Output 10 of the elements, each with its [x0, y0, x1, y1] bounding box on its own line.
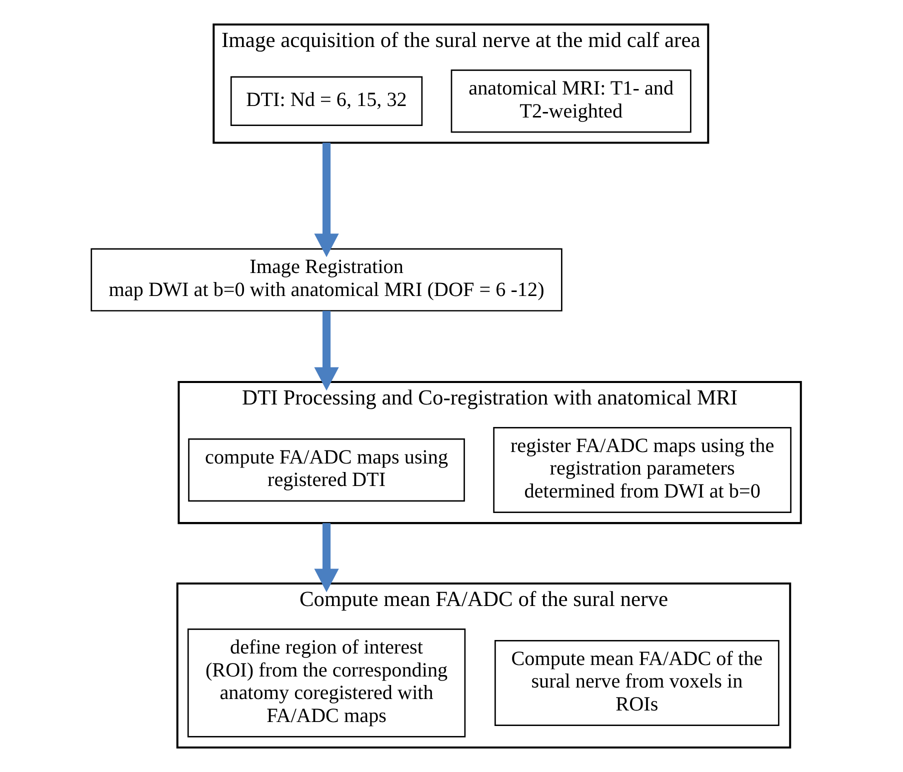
- node-box: anatomical MRI: T1- and T2-weighted: [450, 70, 692, 133]
- node-box: Compute mean FA/ADC of the sural nerve from voxels in ROIs: [494, 640, 780, 726]
- node-box: DTI: Nd = 6, 15, 32: [230, 76, 423, 126]
- node-box: Image Registration map DWI at b=0 with anatomical MRI (DOF = 6 -12): [90, 248, 562, 312]
- node-box: register FA/ADC maps using the registration parameters determined from DWI at b=0: [493, 426, 792, 513]
- node-box: define region of interest (ROI) from the corresponding anatomy coregistered with FA/ADC maps: [187, 628, 466, 738]
- node-box: compute FA/ADC maps using registered DTI: [188, 438, 465, 502]
- arrow: [314, 310, 339, 391]
- arrow: [314, 142, 339, 258]
- arrow: [314, 523, 339, 592]
